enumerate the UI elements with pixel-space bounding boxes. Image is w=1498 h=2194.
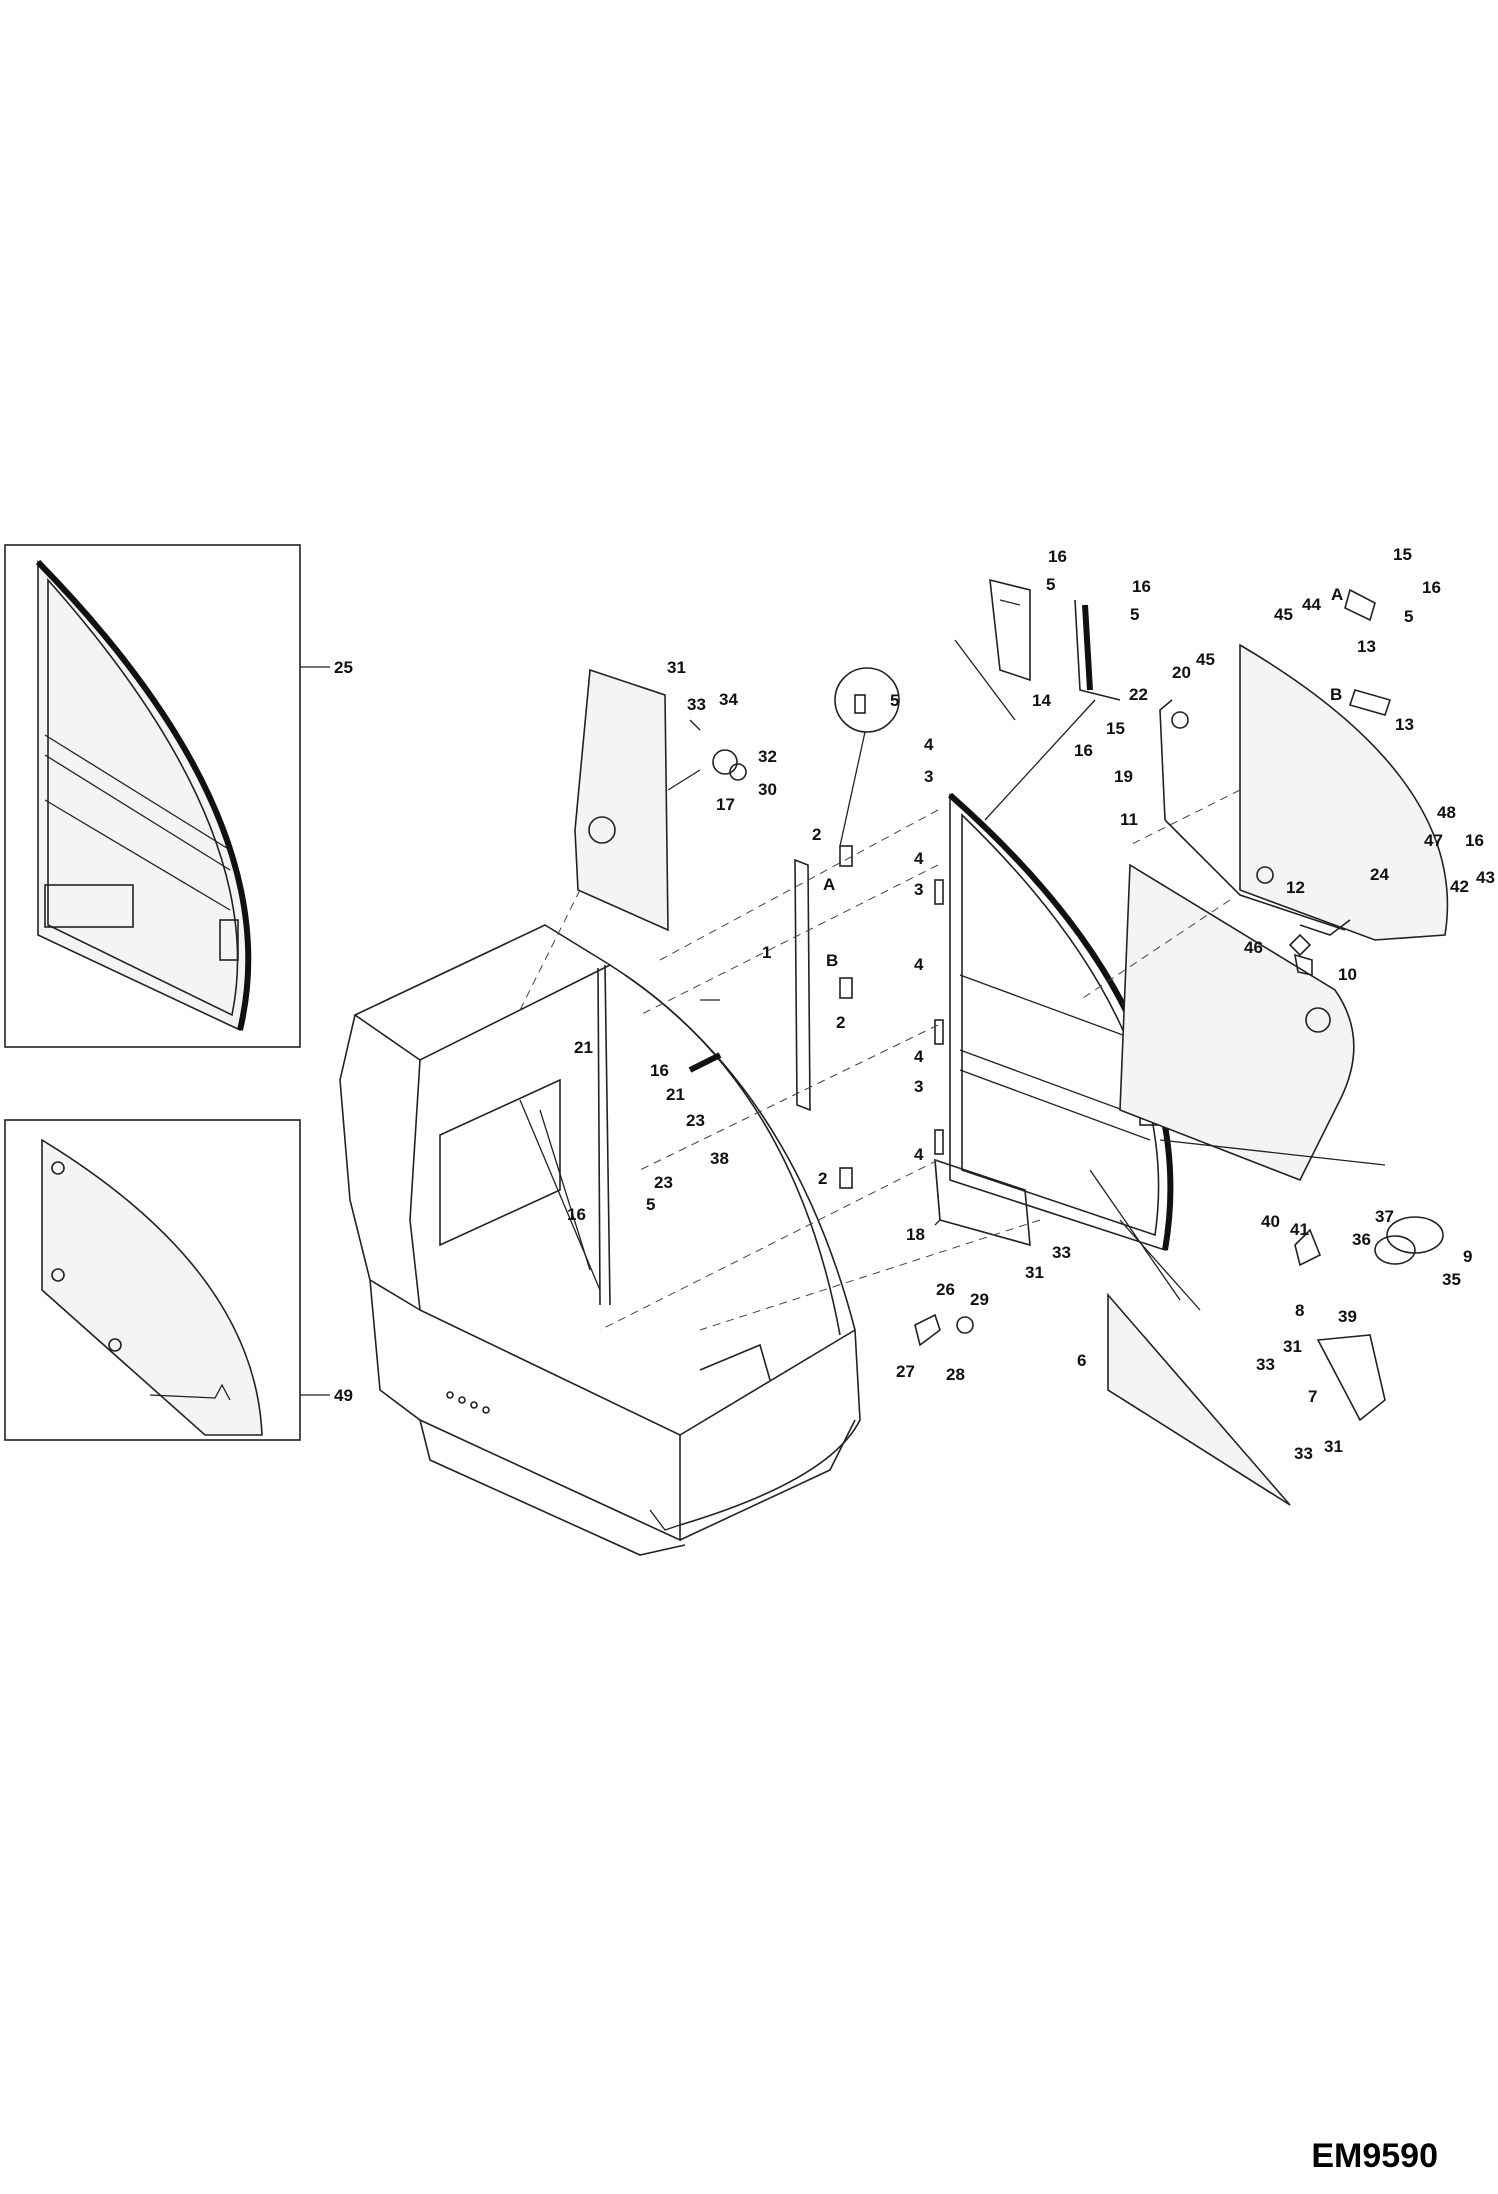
door-glass-panel (1159, 588, 1449, 941)
callout-25: 25 (334, 658, 353, 677)
label: 19 (1114, 767, 1133, 786)
label: 27 (896, 1362, 915, 1381)
label: 46 (1244, 938, 1263, 957)
label: 9 (1463, 1247, 1472, 1266)
detail-box-glass-panel: 49 (4, 1119, 353, 1441)
cab-body (339, 924, 861, 1556)
label: 31 (1283, 1337, 1302, 1356)
label: 5 (1130, 605, 1139, 624)
label: 4 (914, 955, 924, 974)
label: 3 (914, 880, 923, 899)
label: 16 (1422, 578, 1441, 597)
label: 17 (716, 795, 735, 814)
label: 23 (686, 1111, 705, 1130)
label: 1 (762, 943, 771, 962)
label: 31 (1025, 1263, 1044, 1282)
hardware (688, 933, 1444, 1422)
label: 13 (1395, 715, 1414, 734)
label: 16 (650, 1061, 669, 1080)
label: 4 (914, 1047, 924, 1066)
label: 33 (687, 695, 706, 714)
label: 37 (1375, 1207, 1394, 1226)
label: 6 (1077, 1351, 1086, 1370)
label: 45 (1196, 650, 1215, 669)
label: 35 (1442, 1270, 1461, 1289)
label: 3 (924, 767, 933, 786)
label: 31 (1324, 1437, 1343, 1456)
label: 48 (1437, 803, 1456, 822)
label: 4 (924, 735, 934, 754)
label: 24 (1370, 865, 1389, 884)
label: 18 (906, 1225, 925, 1244)
label: 41 (1290, 1220, 1309, 1239)
label: 31 (667, 658, 686, 677)
drawing-code: EM9590 (1311, 2137, 1438, 2175)
reference-labels: 31 33 34 32 30 17 5 2 A 1 B 2 2 4 3 4 3 … (567, 545, 1495, 1463)
label: 40 (1261, 1212, 1280, 1231)
label: 16 (1048, 547, 1067, 566)
detail-box-glass-frame: 25 (4, 544, 353, 1048)
label: 4 (914, 1145, 924, 1164)
label: 12 (1286, 878, 1305, 897)
label: 34 (719, 690, 738, 709)
label: 32 (758, 747, 777, 766)
hinge-strip (794, 667, 900, 1189)
label: 22 (1129, 685, 1148, 704)
label: 38 (710, 1149, 729, 1168)
label: 45 (1274, 605, 1293, 624)
callout-49: 49 (334, 1386, 353, 1405)
label: 5 (890, 691, 899, 710)
label: 16 (1132, 577, 1151, 596)
label: 20 (1172, 663, 1191, 682)
label: 13 (1357, 637, 1376, 656)
projection-lines (519, 639, 1386, 1331)
label: 21 (574, 1038, 593, 1057)
label: 15 (1106, 719, 1125, 738)
label: 2 (836, 1013, 845, 1032)
label: 33 (1052, 1243, 1071, 1262)
label: 4 (914, 849, 924, 868)
label: 15 (1393, 545, 1412, 564)
label: 16 (1465, 831, 1484, 850)
label: A (1331, 585, 1343, 604)
label: 11 (1120, 810, 1138, 829)
label: 14 (1032, 691, 1051, 710)
label: 3 (914, 1077, 923, 1096)
label: 29 (970, 1290, 989, 1309)
label: 26 (936, 1280, 955, 1299)
label: 7 (1308, 1387, 1317, 1406)
label: 39 (1338, 1307, 1357, 1326)
label: 5 (1404, 607, 1413, 626)
label: 5 (1046, 575, 1055, 594)
label: 47 (1424, 831, 1443, 850)
label: 23 (654, 1173, 673, 1192)
label: 36 (1352, 1230, 1371, 1249)
label: B (1330, 685, 1342, 704)
rear-glass (574, 668, 747, 932)
label: A (823, 875, 835, 894)
label: 16 (567, 1205, 586, 1224)
label: 44 (1302, 595, 1321, 614)
label: 42 (1450, 877, 1469, 896)
label: 43 (1476, 868, 1495, 887)
label: 16 (1074, 741, 1093, 760)
label: 2 (818, 1169, 827, 1188)
label: 28 (946, 1365, 965, 1384)
label: 30 (758, 780, 777, 799)
label: 5 (646, 1195, 655, 1214)
upper-frame (989, 578, 1121, 701)
label: 8 (1295, 1301, 1304, 1320)
label: B (826, 951, 838, 970)
label: 2 (812, 825, 821, 844)
side-glass (1107, 863, 1355, 1506)
label: 33 (1294, 1444, 1313, 1463)
label: 10 (1338, 965, 1357, 984)
label: 21 (666, 1085, 685, 1104)
label: 33 (1256, 1355, 1275, 1374)
door-bin (934, 1158, 1031, 1247)
